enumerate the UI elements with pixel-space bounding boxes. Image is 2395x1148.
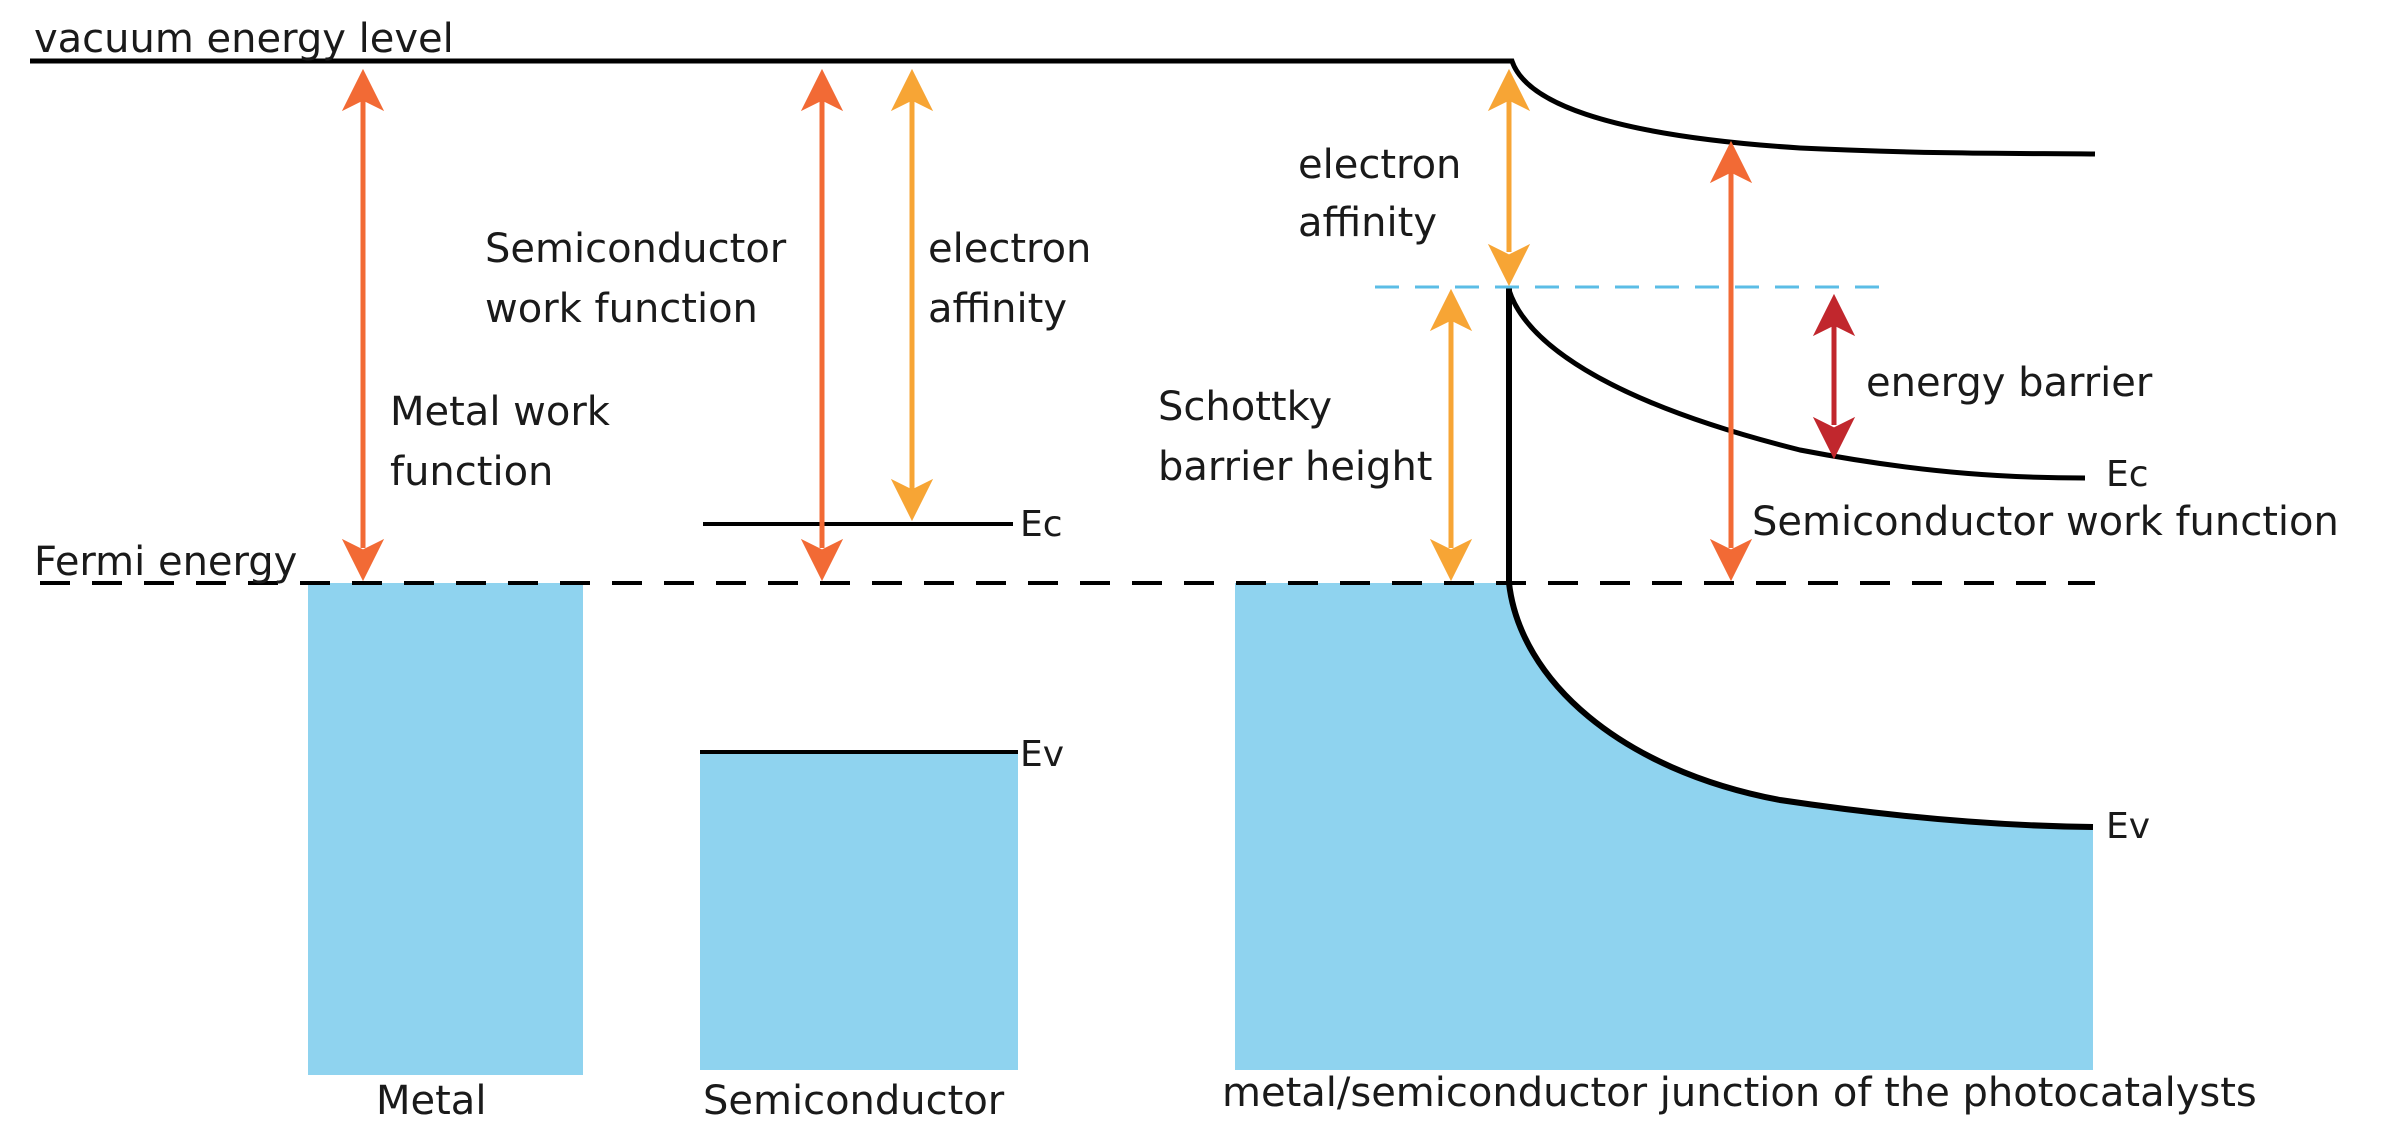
vacuum-energy-level-label: vacuum energy level	[34, 16, 454, 62]
semiconductor-work-function-arrow	[800, 68, 844, 582]
fermi-energy-label: Fermi energy	[34, 539, 297, 585]
metal-work-function-label-line1: Metal work	[390, 389, 611, 435]
junction-ec-label: Ec	[2106, 454, 2149, 495]
junction-electron-affinity-label-line2: affinity	[1298, 200, 1437, 246]
metal-band	[308, 583, 583, 1075]
energy-barrier-label: energy barrier	[1866, 360, 2153, 406]
electron-affinity-label-line1: electron	[928, 226, 1091, 272]
junction-band	[1235, 583, 2093, 1070]
semiconductor-work-function-label-line1: Semiconductor	[485, 226, 787, 272]
metal-caption: Metal	[376, 1078, 486, 1124]
junction-caption: metal/semiconductor junction of the phot…	[1222, 1070, 2257, 1116]
junction-ec-curve	[1506, 289, 2086, 481]
schottky-barrier-arrow	[1429, 288, 1473, 582]
vacuum-level-line	[30, 58, 2096, 157]
semiconductor-ec-label: Ec	[1020, 504, 1063, 545]
junction-interface-line	[1506, 288, 2094, 830]
metal-work-function-arrow	[341, 68, 385, 582]
junction-electron-affinity-arrow	[1487, 68, 1531, 287]
junction-semiconductor-work-function-arrow	[1709, 140, 1753, 582]
schottky-barrier-label-line2: barrier height	[1158, 444, 1432, 490]
junction-ev-label: Ev	[2106, 806, 2150, 847]
metal-work-function-label-line2: function	[390, 449, 553, 495]
semiconductor-ev-label: Ev	[1020, 734, 1064, 775]
junction-semiconductor-work-function-label: Semiconductor work function	[1752, 499, 2339, 545]
electron-affinity-arrow	[890, 68, 934, 522]
junction-electron-affinity-label-line1: electron	[1298, 142, 1461, 188]
energy-barrier-arrow	[1812, 293, 1856, 460]
semiconductor-valence-band	[700, 752, 1018, 1070]
semiconductor-work-function-label-line2: work function	[485, 286, 758, 332]
semiconductor-caption: Semiconductor	[703, 1078, 1005, 1124]
electron-affinity-label-line2: affinity	[928, 286, 1067, 332]
schottky-barrier-label-line1: Schottky	[1158, 384, 1332, 430]
